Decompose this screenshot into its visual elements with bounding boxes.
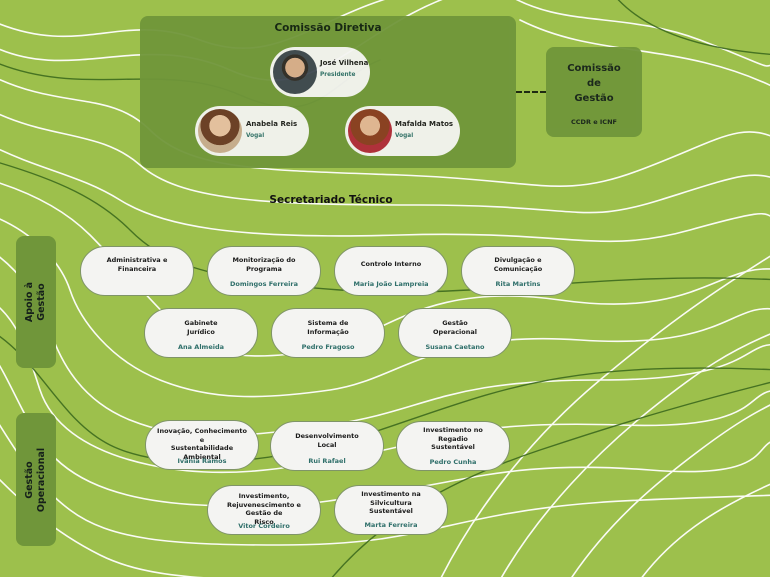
- unit-title-line: Monitorização do: [232, 256, 296, 264]
- unit-lead: Susana Caetano: [425, 343, 485, 351]
- unit-title-line: Jurídico: [187, 327, 215, 336]
- management-title-line: Comissão: [567, 63, 621, 74]
- unit-title-line: Gabinete: [184, 319, 218, 327]
- unit-title-line: Controlo Interno: [360, 260, 422, 268]
- unit-title-line: Informação: [307, 327, 349, 336]
- unit-card[interactable]: Sistema de Informação Pedro Fragoso: [271, 308, 385, 358]
- unit-title: Administrativa e Financeira: [87, 256, 187, 273]
- unit-card[interactable]: Investimento na Silvicultura Sustentável…: [334, 485, 448, 535]
- dashed-connector: [516, 91, 546, 93]
- member-name: José Vilhena: [320, 59, 369, 67]
- member-role: Vogal: [395, 133, 414, 139]
- unit-title-line: Comunicação: [493, 264, 543, 273]
- unit-title-line: Local: [317, 440, 337, 449]
- unit-lead: Pedro Fragoso: [301, 343, 355, 351]
- unit-title-line: e: [199, 435, 205, 444]
- unit-card[interactable]: Monitorização do Programa Domingos Ferre…: [207, 246, 321, 296]
- unit-title: Sistema de Informação: [278, 319, 378, 336]
- unit-lead: Maria João Lampreia: [353, 280, 429, 288]
- unit-lead: Vitor Cordeiro: [238, 522, 290, 530]
- group-tab-apoio: Apoio à Gestão: [16, 236, 56, 368]
- management-subtitle: CCDR e ICNF: [571, 118, 617, 126]
- unit-title-line: Sustentável: [431, 443, 475, 451]
- unit-title-line: Sustentabilidade Ambiental: [170, 444, 234, 461]
- unit-title-line: Investimento,: [238, 492, 290, 500]
- unit-title: Investimento na Silvicultura Sustentável: [341, 490, 441, 516]
- secretariat-title: Secretariado Técnico: [269, 194, 393, 206]
- group-label: Apoio à Gestão: [24, 282, 48, 322]
- unit-title-line: Regadio: [438, 434, 468, 443]
- unit-card[interactable]: Inovação, Conhecimento e Sustentabilidad…: [145, 420, 259, 470]
- unit-title-line: Silvicultura: [370, 498, 412, 507]
- group-tab-operacional: Gestão Operacional: [16, 413, 56, 546]
- unit-title: Gabinete Jurídico: [151, 319, 251, 336]
- group-label: Gestão Operacional: [24, 447, 48, 511]
- member-card-vogal[interactable]: Mafalda Matos Vogal: [345, 106, 460, 156]
- unit-title: Investimento no Regadio Sustentável: [403, 426, 503, 452]
- member-name: Mafalda Matos: [395, 120, 454, 128]
- management-title-line: Gestão: [574, 93, 614, 104]
- unit-title-line: Financeira: [117, 264, 157, 273]
- unit-title-line: Investimento no: [423, 426, 483, 434]
- unit-title: Controlo Interno: [341, 260, 441, 269]
- unit-title: Divulgação e Comunicação: [468, 256, 568, 273]
- unit-card[interactable]: Divulgação e Comunicação Rita Martins: [461, 246, 575, 296]
- unit-card[interactable]: Controlo Interno Maria João Lampreia: [334, 246, 448, 296]
- unit-card[interactable]: Administrativa e Financeira: [80, 246, 194, 296]
- unit-title-line: Programa: [246, 264, 282, 273]
- unit-lead: Pedro Cunha: [429, 458, 477, 466]
- unit-title-line: Sustentável: [369, 507, 413, 515]
- group-label-line: Operacional: [36, 447, 47, 512]
- unit-card[interactable]: Investimento, Rejuvenescimento e Gestão …: [207, 485, 321, 535]
- unit-card[interactable]: Gestão Operacional Susana Caetano: [398, 308, 512, 358]
- unit-title-line: Desenvolvimento: [295, 432, 359, 440]
- unit-lead: Rita Martins: [495, 280, 541, 288]
- management-panel: Comissão de Gestão CCDR e ICNF: [546, 47, 642, 137]
- group-label-line: Apoio à: [24, 281, 35, 323]
- unit-lead: Ana Almeida: [177, 343, 224, 351]
- unit-title-line: Risco: [254, 517, 274, 526]
- board-panel: Comissão Diretiva José Vilhena President…: [140, 16, 516, 168]
- unit-title-line: Gestão: [442, 319, 468, 327]
- unit-lead: Marta Ferreira: [364, 521, 418, 529]
- unit-title-line: Rejuvenescimento e Gestão de: [227, 500, 301, 518]
- unit-title-line: Inovação, Conhecimento: [157, 427, 247, 435]
- avatar: [348, 109, 392, 153]
- member-role: Vogal: [246, 133, 265, 139]
- member-card-president[interactable]: José Vilhena Presidente: [270, 47, 370, 97]
- management-title-line: de: [587, 78, 601, 89]
- member-card-vogal[interactable]: Anabela Reis Vogal: [195, 106, 309, 156]
- unit-title-line: Divulgação e: [494, 256, 542, 264]
- unit-title-line: Investimento na: [361, 490, 421, 498]
- unit-title: Monitorização do Programa: [214, 256, 314, 273]
- group-label-line: Gestão: [24, 460, 35, 499]
- group-label-line: Gestão: [36, 283, 47, 321]
- unit-title: Gestão Operacional: [405, 319, 505, 336]
- avatar: [273, 50, 317, 94]
- unit-lead: Rui Rafael: [308, 457, 346, 465]
- board-title: Comissão Diretiva: [274, 22, 382, 34]
- member-name: Anabela Reis: [246, 120, 298, 128]
- unit-title-line: Sistema de: [307, 319, 349, 327]
- avatar: [198, 109, 242, 153]
- member-role: Presidente: [320, 72, 356, 78]
- unit-card[interactable]: Gabinete Jurídico Ana Almeida: [144, 308, 258, 358]
- unit-lead: Ivânia Ramos: [177, 457, 227, 465]
- unit-lead: Domingos Ferreira: [230, 280, 298, 288]
- unit-card[interactable]: Investimento no Regadio Sustentável Pedr…: [396, 421, 510, 471]
- unit-title: Inovação, Conhecimento e Sustentabilidad…: [152, 427, 252, 461]
- unit-title: Desenvolvimento Local: [277, 432, 377, 449]
- unit-card[interactable]: Desenvolvimento Local Rui Rafael: [270, 421, 384, 471]
- unit-title: Investimento, Rejuvenescimento e Gestão …: [214, 492, 314, 526]
- unit-title-line: Administrativa e: [106, 256, 168, 264]
- unit-title-line: Operacional: [433, 327, 477, 336]
- management-title: Comissão de Gestão: [546, 61, 642, 106]
